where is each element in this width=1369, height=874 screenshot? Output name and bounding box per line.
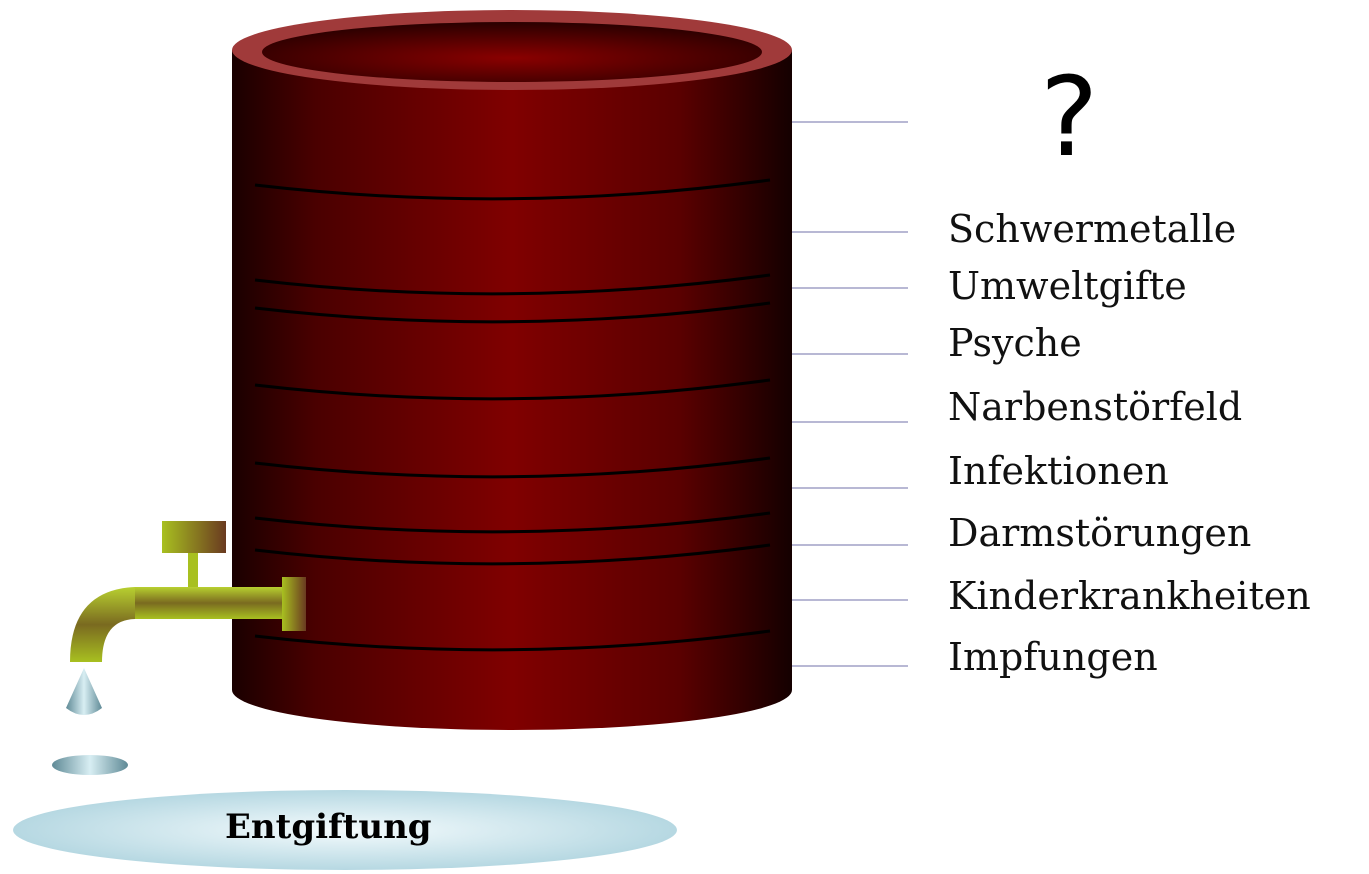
tap-spout (70, 587, 135, 662)
detox-label: Entgiftung (225, 807, 432, 847)
layer-label-childhood-diseases: Kinderkrankheiten (948, 574, 1311, 618)
tap (70, 521, 306, 662)
layer-label-vaccinations: Impfungen (948, 635, 1158, 679)
barrel-band (254, 456, 771, 479)
barrel-band (254, 301, 771, 324)
barrel-opening (262, 22, 762, 82)
leader-lines (790, 121, 908, 667)
layer-label-intestinal-disorders: Darmstörungen (948, 511, 1252, 555)
barrel-band (254, 629, 771, 652)
barrel-band (254, 511, 771, 534)
layer-label-infections: Infektionen (948, 449, 1169, 493)
barrel-bands (254, 178, 771, 652)
barrel-band (254, 178, 771, 201)
tap-handle (162, 521, 226, 553)
tap-stem (188, 553, 198, 587)
tap-flange (282, 577, 306, 631)
barrel-band (254, 273, 771, 296)
layer-label-environmental-toxins: Umweltgifte (948, 264, 1187, 308)
barrel (232, 10, 792, 730)
layer-label-scar-interference: Narbenstörfeld (948, 385, 1243, 429)
water-splash (52, 755, 128, 775)
question-mark: ? (1040, 53, 1099, 181)
layer-label-psyche: Psyche (948, 321, 1082, 365)
barrel-band (254, 378, 771, 401)
barrel-band (254, 543, 771, 566)
layer-label-heavy-metals: Schwermetalle (948, 207, 1237, 251)
detox-pool (13, 790, 677, 870)
tap-pipe (135, 587, 285, 619)
water-drop (66, 668, 102, 715)
